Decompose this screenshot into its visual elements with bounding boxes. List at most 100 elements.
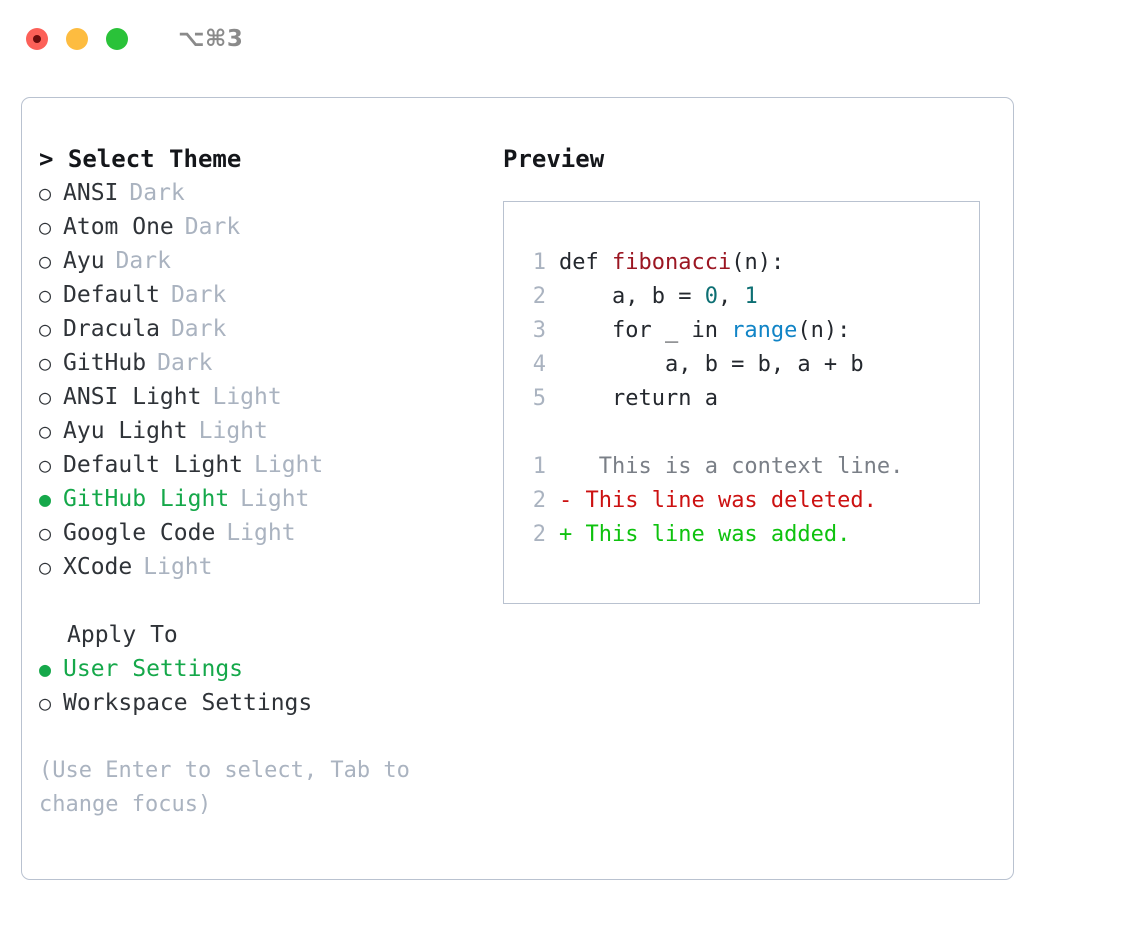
code-token: def bbox=[559, 250, 612, 275]
theme-name: Ayu bbox=[63, 248, 105, 274]
diff-marker bbox=[559, 454, 572, 479]
code-line: 3 for _ in range(n): bbox=[522, 314, 979, 348]
radio-unselected-icon: ○ bbox=[39, 283, 52, 307]
apply-to-label: Workspace Settings bbox=[63, 690, 313, 716]
code-line: 5 return a bbox=[522, 382, 979, 416]
theme-kind-badge: Dark bbox=[170, 316, 227, 342]
theme-kind-badge: Light bbox=[212, 384, 282, 410]
diff-text: This is a context line. bbox=[572, 454, 904, 479]
line-number: 3 bbox=[532, 318, 546, 343]
code-token: return a bbox=[559, 386, 718, 411]
theme-kind-badge: Dark bbox=[157, 350, 213, 376]
apply-to-item[interactable]: ○ Workspace Settings bbox=[39, 686, 484, 720]
theme-list-item[interactable]: ○ XCode Light bbox=[39, 550, 484, 584]
line-number: 5 bbox=[532, 386, 546, 411]
code-token: 1 bbox=[744, 284, 758, 309]
theme-kind-badge: Light bbox=[143, 554, 213, 580]
theme-kind-badge: Dark bbox=[115, 248, 171, 274]
code-token: range bbox=[731, 318, 798, 343]
diff-marker: - bbox=[559, 488, 573, 513]
code-token: for _ in bbox=[559, 318, 732, 343]
radio-unselected-icon: ○ bbox=[39, 181, 52, 205]
diff-text: This line was deleted. bbox=[572, 488, 877, 513]
theme-name: GitHub bbox=[63, 350, 147, 376]
radio-unselected-icon: ○ bbox=[39, 521, 52, 545]
radio-unselected-icon: ○ bbox=[39, 453, 52, 477]
code-token: , bbox=[717, 284, 745, 309]
theme-kind-badge: Light bbox=[254, 452, 324, 478]
spacer bbox=[522, 416, 979, 450]
radio-selected-icon: ● bbox=[39, 657, 52, 681]
preview-title: Preview bbox=[503, 145, 605, 173]
theme-list-item[interactable]: ○ ANSI Light Light bbox=[39, 380, 484, 414]
theme-kind-badge: Dark bbox=[184, 214, 241, 240]
code-token: fibonacci bbox=[611, 250, 732, 275]
line-number: 1 bbox=[532, 250, 546, 275]
title-bar: ⌥⌘3 bbox=[0, 0, 1140, 78]
apply-to-header: Apply To bbox=[67, 622, 178, 648]
apply-to-label: User Settings bbox=[63, 656, 244, 682]
code-token: a, b = b, a + b bbox=[559, 352, 864, 377]
line-number: 1 bbox=[532, 454, 546, 479]
radio-unselected-icon: ○ bbox=[39, 691, 52, 715]
diff-line: 1 This is a context line. bbox=[522, 450, 979, 484]
line-number: 4 bbox=[532, 352, 546, 377]
theme-name: Dracula bbox=[63, 316, 160, 342]
radio-unselected-icon: ○ bbox=[39, 555, 52, 579]
theme-kind-badge: Dark bbox=[170, 282, 227, 308]
code-line: 2 a, b = 0, 1 bbox=[522, 280, 979, 314]
theme-list-item[interactable]: ○ Ayu Dark bbox=[39, 244, 484, 278]
theme-list-item[interactable]: ○ GitHub Dark bbox=[39, 346, 484, 380]
radio-unselected-icon: ○ bbox=[39, 351, 52, 375]
theme-kind-badge: Light bbox=[226, 520, 296, 546]
code-token: (n): bbox=[797, 318, 851, 343]
keyboard-shortcut-label: ⌥⌘3 bbox=[178, 26, 244, 52]
zoom-button[interactable] bbox=[106, 28, 128, 50]
theme-kind-badge: Light bbox=[240, 486, 310, 512]
diff-text: This line was added. bbox=[572, 522, 851, 547]
theme-kind-badge: Light bbox=[198, 418, 268, 444]
apply-to-list[interactable]: ● User Settings ○ Workspace Settings bbox=[39, 652, 484, 720]
radio-unselected-icon: ○ bbox=[39, 317, 52, 341]
radio-unselected-icon: ○ bbox=[39, 385, 52, 409]
radio-unselected-icon: ○ bbox=[39, 215, 52, 239]
spacer bbox=[39, 584, 484, 618]
diff-line: 2+ This line was added. bbox=[522, 518, 979, 552]
theme-list-item[interactable]: ○ Atom One Dark bbox=[39, 210, 484, 244]
theme-name: XCode bbox=[63, 554, 133, 580]
line-number: 2 bbox=[532, 488, 546, 513]
apply-to-item[interactable]: ● User Settings bbox=[39, 652, 484, 686]
theme-name: Ayu Light bbox=[63, 418, 188, 444]
theme-list-item[interactable]: ○ Ayu Light Light bbox=[39, 414, 484, 448]
code-token: 0 bbox=[704, 284, 718, 309]
select-theme-header: > Select Theme bbox=[39, 145, 242, 173]
minimize-button[interactable] bbox=[66, 28, 88, 50]
window-controls bbox=[26, 28, 128, 50]
theme-list-item[interactable]: ○ Dracula Dark bbox=[39, 312, 484, 346]
line-number: 2 bbox=[532, 284, 546, 309]
theme-name: Atom One bbox=[63, 214, 174, 240]
keyboard-hint: (Use Enter to select, Tab to change focu… bbox=[39, 758, 410, 817]
theme-name: ANSI Light bbox=[63, 384, 202, 410]
diff-marker: + bbox=[559, 522, 573, 547]
theme-list-item[interactable]: ○ Google Code Light bbox=[39, 516, 484, 550]
code-line: 4 a, b = b, a + b bbox=[522, 348, 979, 382]
radio-unselected-icon: ○ bbox=[39, 419, 52, 443]
radio-unselected-icon: ○ bbox=[39, 249, 52, 273]
close-button[interactable] bbox=[26, 28, 48, 50]
code-token: a, b = bbox=[559, 284, 705, 309]
theme-kind-badge: Dark bbox=[129, 180, 185, 206]
theme-name: Google Code bbox=[63, 520, 216, 546]
